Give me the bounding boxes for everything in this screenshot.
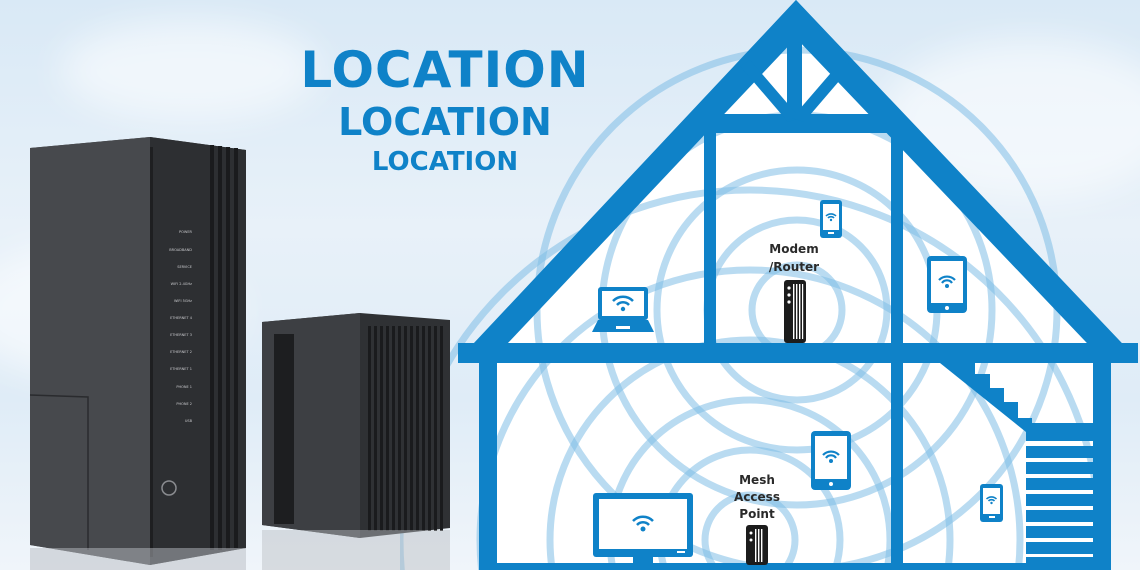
mesh-access-point-icon bbox=[746, 525, 768, 565]
stairs bbox=[1026, 432, 1093, 563]
svg-text:ETHERNET 1: ETHERNET 1 bbox=[170, 367, 192, 371]
headline-line2: LOCATION bbox=[338, 100, 552, 144]
mesh-cube-device bbox=[262, 313, 450, 570]
led-labels: POWER BROADBAND SERVICE WIFI 2.4GHz WIFI… bbox=[169, 230, 193, 423]
svg-text:PHONE 1: PHONE 1 bbox=[176, 385, 192, 389]
mesh-label-line2: Access bbox=[734, 490, 780, 504]
headline-line3: LOCATION bbox=[371, 147, 519, 177]
phone-icon bbox=[820, 200, 842, 238]
svg-text:ETHERNET 4: ETHERNET 4 bbox=[170, 316, 193, 320]
phone-icon bbox=[980, 484, 1003, 522]
tablet-icon bbox=[811, 431, 851, 490]
cloud bbox=[60, 20, 320, 120]
mesh-label-line3: Point bbox=[739, 507, 775, 521]
svg-text:POWER: POWER bbox=[179, 230, 193, 234]
svg-text:PHONE 2: PHONE 2 bbox=[176, 402, 192, 406]
modem-router-label-line1: Modem bbox=[769, 242, 818, 256]
svg-text:USB: USB bbox=[185, 419, 193, 423]
laptop-icon bbox=[592, 287, 654, 332]
svg-text:SERVICE: SERVICE bbox=[177, 265, 192, 269]
tablet-icon bbox=[927, 256, 967, 313]
tv-icon bbox=[593, 493, 693, 563]
modem-router-icon bbox=[784, 280, 806, 343]
svg-text:ETHERNET 2: ETHERNET 2 bbox=[170, 350, 192, 354]
headline: LOCATION LOCATION LOCATION bbox=[270, 45, 620, 175]
svg-text:WIFI 2.4GHz: WIFI 2.4GHz bbox=[171, 282, 193, 286]
svg-text:ETHERNET 3: ETHERNET 3 bbox=[170, 333, 192, 337]
modem-router-label-line2: /Router bbox=[769, 260, 819, 274]
house-frame bbox=[458, 0, 1138, 570]
svg-text:BROADBAND: BROADBAND bbox=[169, 248, 192, 252]
tall-router-device: POWER BROADBAND SERVICE WIFI 2.4GHz WIFI… bbox=[29, 137, 246, 570]
mesh-label-line1: Mesh bbox=[739, 473, 775, 487]
headline-line1: LOCATION bbox=[300, 41, 590, 99]
svg-text:WIFI 5GHz: WIFI 5GHz bbox=[174, 299, 192, 303]
